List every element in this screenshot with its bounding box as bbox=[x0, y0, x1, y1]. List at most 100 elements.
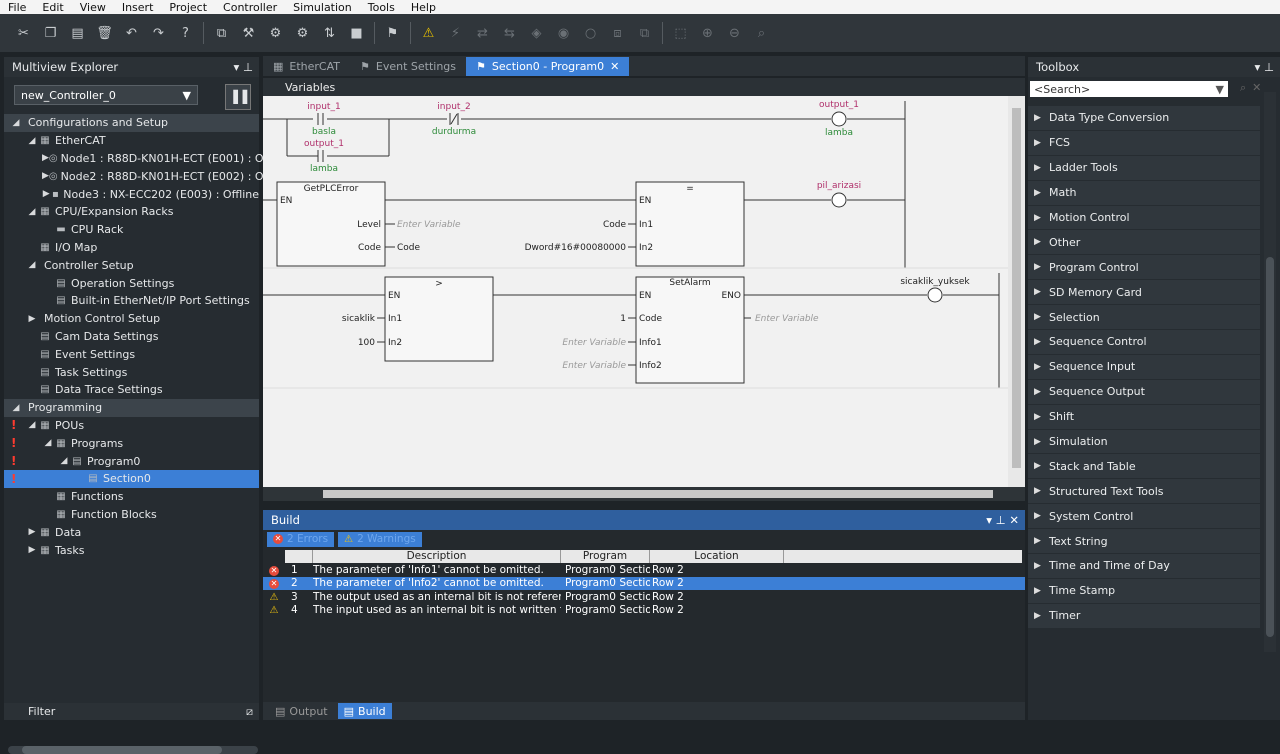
expand-arrow-icon[interactable]: ▶ bbox=[42, 153, 49, 164]
expand-arrow-icon[interactable]: ▶ bbox=[42, 189, 50, 200]
col-location[interactable]: Location bbox=[650, 550, 784, 563]
expand-arrow-icon[interactable]: ◢ bbox=[28, 260, 36, 271]
expand-arrow-icon[interactable]: ▶ bbox=[28, 313, 36, 324]
rebuild-icon[interactable]: ⚙ bbox=[296, 25, 309, 41]
delete-icon[interactable]: 🗑 bbox=[96, 25, 113, 41]
toolbox-category[interactable]: ▶Other bbox=[1028, 230, 1260, 256]
panel-controls-icon[interactable]: ▾ ⊥ ✕ bbox=[986, 513, 1019, 527]
pil-arizasi-coil[interactable]: pil_arizasi bbox=[817, 181, 861, 191]
toolbox-category[interactable]: ▶Sequence Control bbox=[1028, 330, 1260, 355]
search-icon[interactable]: ⌕ bbox=[757, 25, 766, 41]
expand-arrow-icon[interactable]: ▶ bbox=[1034, 336, 1041, 347]
editor-horizontal-scrollbar[interactable] bbox=[263, 487, 1025, 501]
doc-tab[interactable]: ⚑Event Settings bbox=[350, 57, 466, 76]
expand-arrow-icon[interactable]: ▶ bbox=[1034, 511, 1041, 522]
expand-arrow-icon[interactable]: ◢ bbox=[28, 206, 36, 217]
controller-select[interactable]: new_Controller_0 ▼ bbox=[14, 85, 198, 105]
expand-arrow-icon[interactable]: ▶ bbox=[1034, 411, 1041, 422]
menu-file[interactable]: File bbox=[8, 0, 27, 14]
filter-icon[interactable]: ⧄ bbox=[246, 704, 253, 718]
expand-arrow-icon[interactable]: ▶ bbox=[1034, 112, 1041, 123]
expand-arrow-icon[interactable]: ▶ bbox=[1034, 361, 1041, 372]
expand-arrow-icon[interactable]: ▶ bbox=[1034, 486, 1041, 497]
fit-icon[interactable]: ⬚ bbox=[674, 25, 687, 41]
tree-item[interactable]: ▤Cam Data Settings bbox=[4, 328, 259, 346]
ladder-output-1-coil[interactable]: output_1 bbox=[819, 100, 859, 110]
expand-arrow-icon[interactable]: ▶ bbox=[1034, 386, 1041, 397]
ladder-editor[interactable]: input_1 basla input_2 durdurma output_1 … bbox=[263, 96, 1008, 487]
tree-item[interactable]: ▦Functions bbox=[4, 488, 259, 506]
col-description[interactable]: Description bbox=[313, 550, 561, 563]
tree-item[interactable]: ▤Data Trace Settings bbox=[4, 381, 259, 399]
doc-tab[interactable]: ⚑Section0 - Program0✕ bbox=[466, 57, 630, 76]
toolbox-category[interactable]: ▶Ladder Tools bbox=[1028, 155, 1260, 181]
online-icon[interactable]: ⚡ bbox=[450, 25, 461, 41]
eno-out-enter-variable[interactable]: Enter Variable bbox=[755, 314, 819, 324]
variables-bar[interactable]: Variables bbox=[263, 78, 1025, 96]
expand-arrow-icon[interactable]: ▶ bbox=[1034, 436, 1041, 447]
toolbox-category[interactable]: ▶Shift bbox=[1028, 404, 1260, 430]
bottom-tab[interactable]: ▤Output bbox=[269, 703, 334, 719]
toolbox-category[interactable]: ▶Motion Control bbox=[1028, 205, 1260, 231]
scroll-thumb[interactable] bbox=[1266, 257, 1274, 637]
col-program[interactable]: Program bbox=[561, 550, 650, 563]
menu-simulation[interactable]: Simulation bbox=[293, 0, 352, 14]
expand-arrow-icon[interactable]: ▶ bbox=[1034, 162, 1041, 173]
toolbox-category[interactable]: ▶Simulation bbox=[1028, 429, 1260, 455]
hammer-icon[interactable]: ⚒ bbox=[242, 25, 255, 41]
eq-in1-variable[interactable]: Code bbox=[603, 220, 627, 230]
tree-item[interactable]: ▤Task Settings bbox=[4, 363, 259, 381]
sync-icon[interactable]: ⇄ bbox=[477, 25, 488, 41]
toolbox-category[interactable]: ▶FCS bbox=[1028, 130, 1260, 156]
expand-arrow-icon[interactable]: ▶ bbox=[1034, 560, 1041, 571]
zoom-out-icon[interactable]: ⊖ bbox=[729, 25, 740, 41]
toolbox-category[interactable]: ▶SD Memory Card bbox=[1028, 280, 1260, 306]
tree-item[interactable]: ▶Motion Control Setup bbox=[4, 310, 259, 328]
toolbox-category[interactable]: ▶Time and Time of Day bbox=[1028, 554, 1260, 579]
menu-tools[interactable]: Tools bbox=[367, 0, 395, 14]
expand-arrow-icon[interactable]: ◢ bbox=[28, 135, 36, 146]
tree-item[interactable]: ◢Programming bbox=[4, 398, 259, 417]
toolbox-category[interactable]: ▶Timer bbox=[1028, 603, 1260, 629]
tree-item[interactable]: !◢▤Program0 bbox=[4, 452, 259, 470]
expand-arrow-icon[interactable]: ▶ bbox=[1034, 212, 1041, 223]
tree-item[interactable]: ▤Operation Settings bbox=[4, 274, 259, 292]
expand-arrow-icon[interactable]: ▶ bbox=[28, 527, 36, 538]
tree-item[interactable]: ▶▦Data bbox=[4, 523, 259, 541]
expand-arrow-icon[interactable]: ▶ bbox=[1034, 187, 1041, 198]
toolbox-category[interactable]: ▶Time Stamp bbox=[1028, 578, 1260, 604]
expand-arrow-icon[interactable]: ◢ bbox=[12, 402, 20, 413]
sicaklik-yuksek-coil[interactable]: sicaklik_yuksek bbox=[900, 277, 970, 287]
tree-item[interactable]: ▤Built-in EtherNet/IP Port Settings bbox=[4, 292, 259, 310]
editor-vertical-scrollbar[interactable] bbox=[1008, 96, 1025, 487]
tree-item[interactable]: ▶◎Node2 : R88D-KN01H-ECT (E002) : O bbox=[4, 167, 264, 185]
toolbox-scrollbar[interactable] bbox=[1264, 92, 1276, 652]
search-icon[interactable]: ⌕ bbox=[1240, 81, 1247, 94]
zoom-in-icon[interactable]: ⊕ bbox=[702, 25, 713, 41]
expand-arrow-icon[interactable]: ◢ bbox=[28, 420, 36, 431]
tree-item[interactable]: ◢▦CPU/Expansion Racks bbox=[4, 203, 259, 221]
expand-arrow-icon[interactable]: ▶ bbox=[1034, 287, 1041, 298]
expand-arrow-icon[interactable]: ▶ bbox=[1034, 536, 1041, 547]
reset-icon[interactable]: ○ bbox=[584, 25, 597, 41]
info1-enter-variable[interactable]: Enter Variable bbox=[562, 338, 626, 348]
tree-item[interactable]: ▬CPU Rack bbox=[4, 221, 259, 239]
step-icon[interactable]: ⧉ bbox=[639, 25, 650, 41]
gt-in2-variable[interactable]: 100 bbox=[358, 338, 375, 348]
menu-insert[interactable]: Insert bbox=[121, 0, 154, 14]
tree-item[interactable]: ◢Configurations and Setup bbox=[4, 114, 259, 132]
expand-arrow-icon[interactable]: ▶ bbox=[1034, 237, 1041, 248]
toolbox-category[interactable]: ▶Math bbox=[1028, 180, 1260, 206]
expand-arrow-icon[interactable]: ▶ bbox=[1034, 312, 1041, 323]
network-icon[interactable]: ⧉ bbox=[216, 25, 227, 41]
toolbox-category[interactable]: ▶Sequence Output bbox=[1028, 379, 1260, 405]
tree-item[interactable]: ▤Event Settings bbox=[4, 345, 259, 363]
toolbox-category[interactable]: ▶Structured Text Tools bbox=[1028, 479, 1260, 505]
expand-arrow-icon[interactable]: ▶ bbox=[1034, 610, 1041, 621]
toolbox-category[interactable]: ▶Stack and Table bbox=[1028, 454, 1260, 480]
copy-icon[interactable]: ❐ bbox=[44, 25, 57, 41]
